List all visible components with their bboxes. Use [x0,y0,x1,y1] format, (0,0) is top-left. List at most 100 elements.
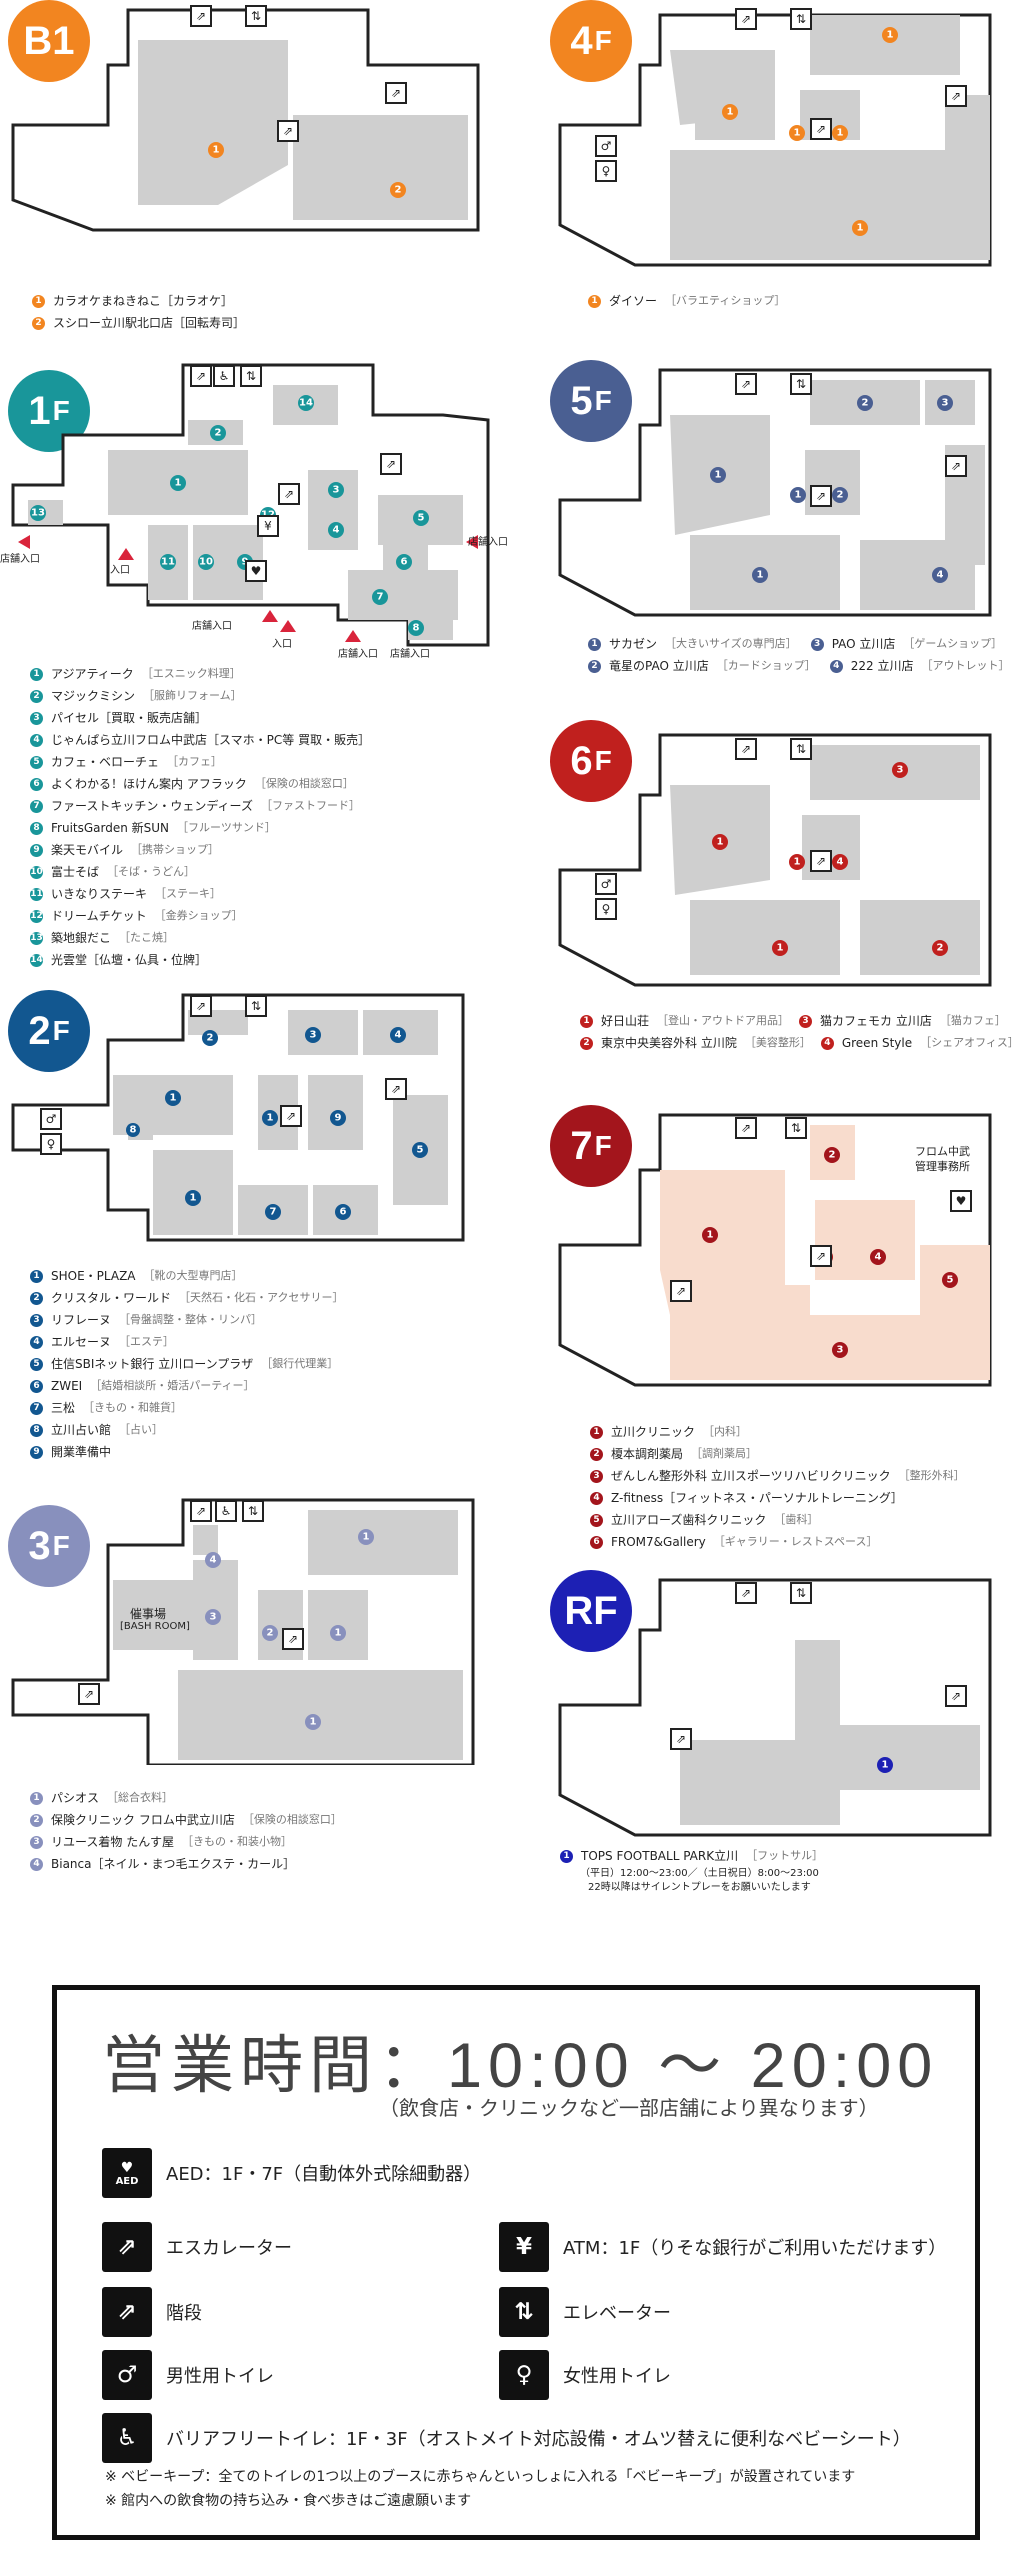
office-sub-label: [BASH ROOM] [120,1621,190,1632]
svg-text:9: 9 [335,1113,342,1124]
svg-text:14: 14 [299,398,313,409]
svg-text:8: 8 [413,623,420,634]
svg-text:1: 1 [335,1628,342,1639]
stairs-icon: ⇗ [190,995,212,1017]
floor-map-b1[interactable]: 1 2 [8,5,488,245]
svg-text:3: 3 [310,1030,317,1041]
stairs-icon: ⇗ [670,1728,692,1750]
svg-text:2: 2 [207,1033,214,1044]
escalator-icon: ⇗ [277,120,299,142]
escalator-icon: ⇗ [810,850,832,872]
svg-text:1: 1 [794,857,801,868]
svg-text:4: 4 [875,1252,882,1263]
barrier-free-row: ♿ バリアフリートイレ：1F・3F（オストメイト対応設備・オムツ替えに便利なベビ… [102,2413,911,2463]
svg-text:7: 7 [377,592,384,603]
stairs-icon: ⇗ [78,1683,100,1705]
stairs-icon: ⇗ [945,85,967,107]
svg-text:1: 1 [757,570,764,581]
escalator-icon: ⇗ [280,1105,302,1127]
escalator-icon: ⇗ [102,2222,152,2272]
floor-map-4f[interactable]: 1 1 1 1 1 [540,5,1010,275]
svg-text:1: 1 [857,223,864,234]
entrance-label: 入口 [272,639,292,650]
floor-map-7f[interactable]: 216 453 [540,1110,1010,1410]
womens-toilet-icon: ♀ [595,160,617,182]
atm-row: ¥ ATM：1F（りそな銀行がご利用いただけます） [499,2222,946,2272]
svg-text:2: 2 [862,398,869,409]
aed-icon: ♥AED [102,2148,152,2198]
womens-toilet-icon: ♀ [595,898,617,920]
svg-text:3: 3 [333,485,340,496]
aed-row: ♥AED AED：1F・7F（自動体外式除細動器） [102,2148,481,2198]
store-entrance-label: 店舗入口 [192,621,232,632]
floor-7f: 7F 216 453 フロム中武 管理事務所 ⇗ ⇅ ⇗ ♥ ⇗ 1立川クリニッ… [540,1085,1020,1565]
svg-text:7: 7 [270,1207,277,1218]
atm-icon: ¥ [257,515,279,537]
svg-text:1: 1 [837,128,844,139]
elevator-icon: ⇅ [240,365,262,387]
floor-badge-rf: RF [550,1570,632,1652]
floor-badge-b1: B1 [8,0,90,82]
aed-icon: ♥ [245,560,267,582]
info-panel: 営業時間：10:00 〜 20:00 （飲食店・クリニックなど一部店舗により異な… [52,1985,980,2540]
escalator-icon: ⇗ [810,1245,832,1267]
office-label: 催事場 [130,1607,167,1621]
mens-toilet-icon: ♂ [595,873,617,895]
floor-map-rf[interactable]: 1 [540,1575,1010,1845]
svg-text:8: 8 [130,1125,137,1136]
svg-text:2: 2 [829,1150,836,1161]
barrier-free-label: バリアフリートイレ：1F・3F（オストメイト対応設備・オムツ替えに便利なベビーシ… [166,2429,911,2450]
svg-text:1: 1 [213,145,220,156]
svg-text:6: 6 [340,1207,347,1218]
svg-text:6: 6 [401,557,408,568]
escalator-label: エスカレーター [166,2238,292,2259]
stairs-icon: ⇗ [735,738,757,760]
store-entrance-label: 店舗入口 [0,554,40,565]
escalator-icon: ⇗ [810,118,832,140]
aed-label: AED：1F・7F（自動体外式除細動器） [166,2164,482,2185]
business-hours-title: 営業時間：10:00 〜 20:00 [102,2031,939,2101]
svg-text:1: 1 [887,30,894,41]
mens-toilet-icon: ♂ [40,1108,62,1130]
svg-text:4: 4 [210,1555,217,1566]
wheelchair-icon: ♿ [215,1500,237,1522]
entrance-label: 入口 [110,565,130,576]
stairs-icon: ⇗ [945,455,967,477]
mens-toilet-icon: ♂ [102,2350,152,2400]
svg-text:1: 1 [310,1717,317,1728]
svg-text:1: 1 [363,1532,370,1543]
